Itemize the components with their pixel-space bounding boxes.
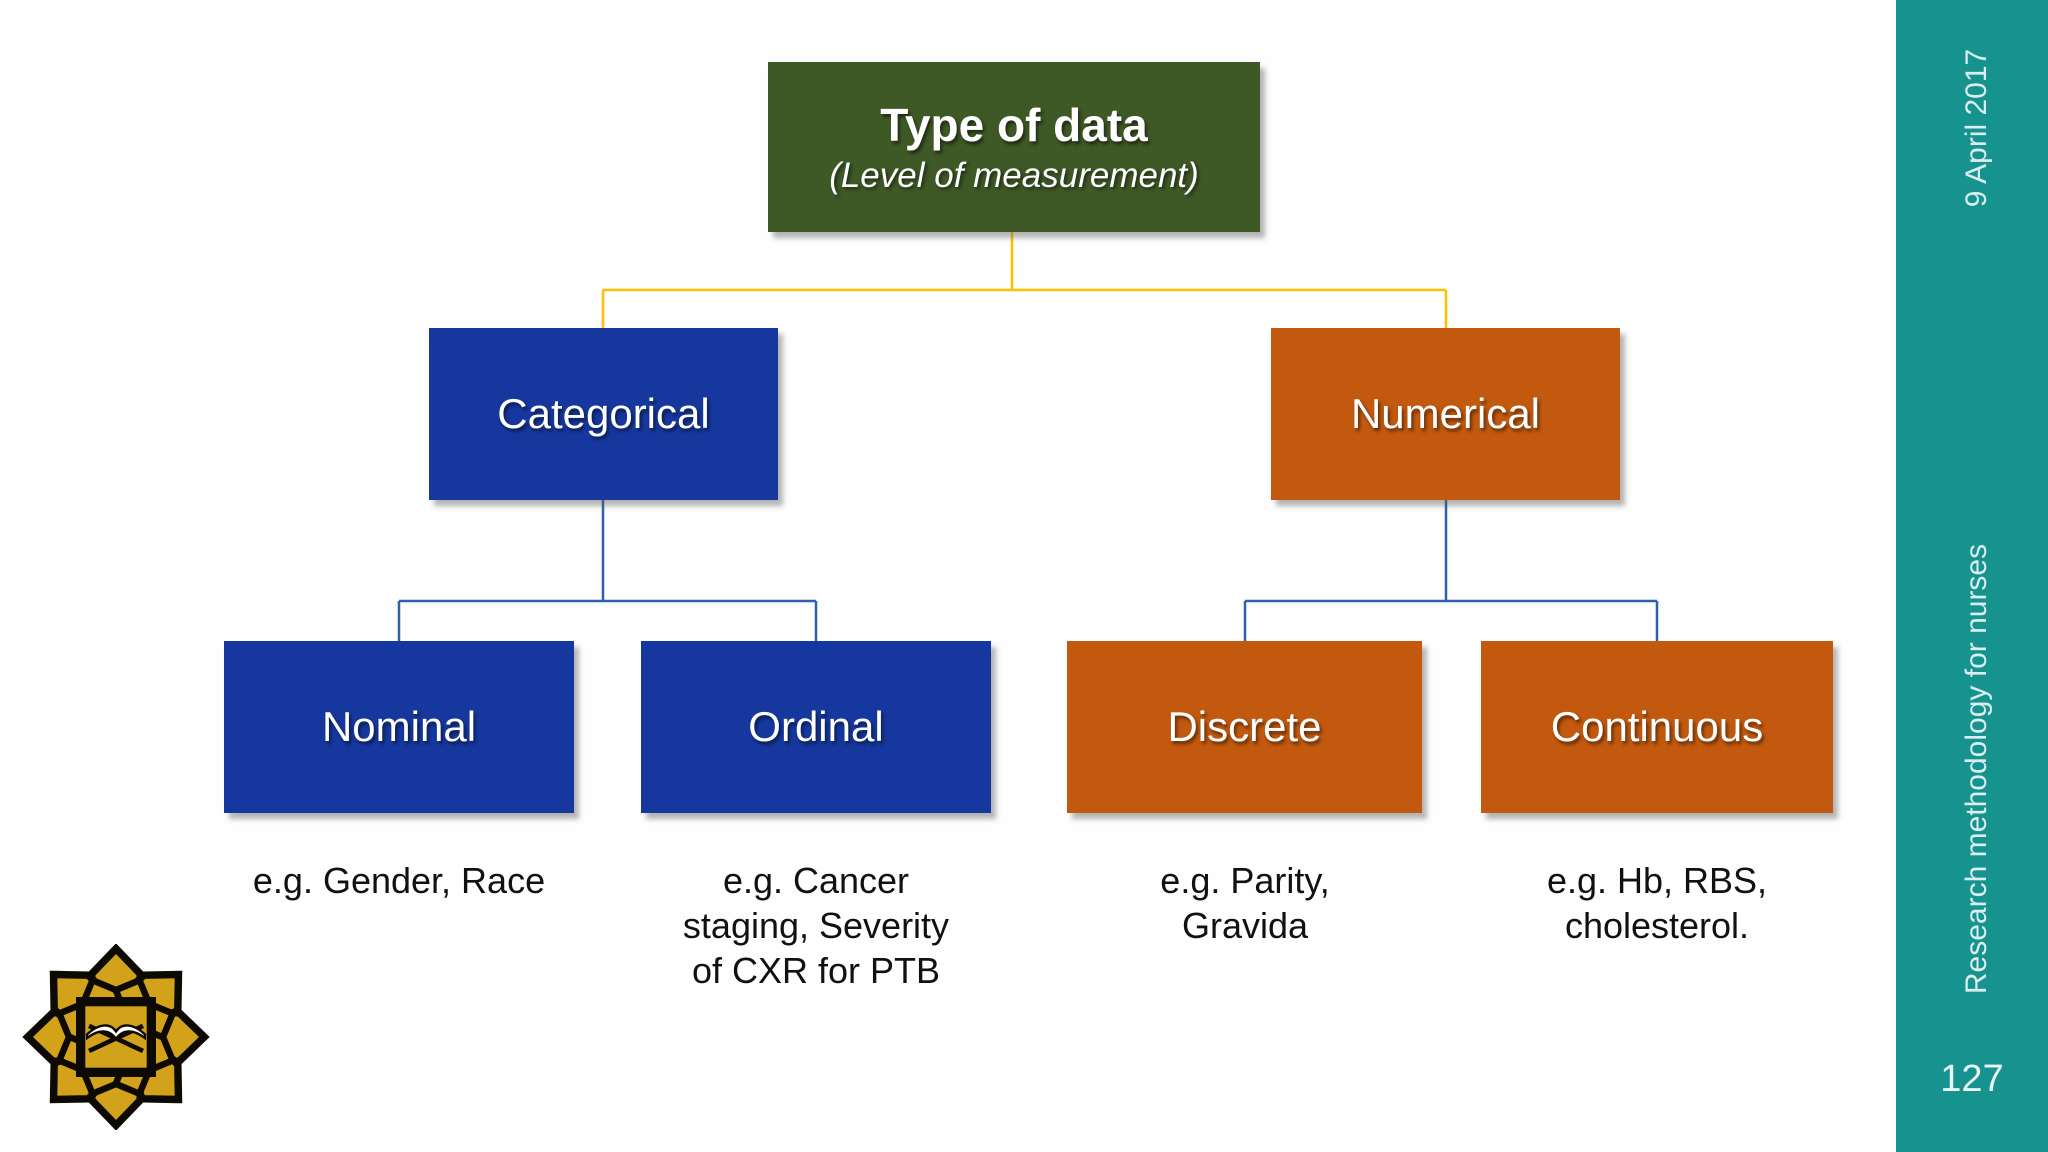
node-continuous-label: Continuous [1550, 702, 1764, 750]
node-ordinal: Ordinal [641, 641, 991, 813]
node-nominal-label: Nominal [321, 702, 477, 750]
node-discrete-label: Discrete [1167, 702, 1322, 750]
connector-numerical-to-children [1243, 500, 1659, 641]
course-title-vertical: Research methodology for nurses [1960, 543, 1993, 995]
slide-date-vertical: 9 April 2017 [1960, 48, 1993, 208]
example-discrete: e.g. Parity, Gravida [1160, 860, 1330, 946]
connector-categorical-to-children [397, 500, 818, 641]
node-type-of-data: Type of data (Level of measurement) [768, 62, 1260, 232]
example-nominal: e.g. Gender, Race [252, 860, 546, 901]
example-ordinal: e.g. Cancer staging, Severity of CXR for… [682, 860, 950, 991]
node-ordinal-label: Ordinal [748, 702, 884, 750]
node-nominal: Nominal [224, 641, 574, 813]
open-book-glyph [86, 1023, 146, 1054]
node-categorical-label: Categorical [497, 389, 710, 437]
node-discrete: Discrete [1067, 641, 1422, 813]
node-type-of-data-subtitle: (Level of measurement) [829, 155, 1199, 195]
node-categorical: Categorical [429, 328, 778, 500]
slide-sidebar [1896, 0, 2048, 1152]
node-continuous: Continuous [1481, 641, 1833, 813]
node-numerical: Numerical [1271, 328, 1620, 500]
node-numerical-label: Numerical [1350, 389, 1541, 437]
iium-university-emblem-icon [22, 944, 210, 1130]
node-type-of-data-title: Type of data [880, 99, 1148, 152]
connector-root-to-level2 [601, 232, 1448, 330]
slide-page-number: 127 [1940, 1058, 2004, 1100]
example-continuous: e.g. Hb, RBS, cholesterol. [1546, 860, 1768, 946]
